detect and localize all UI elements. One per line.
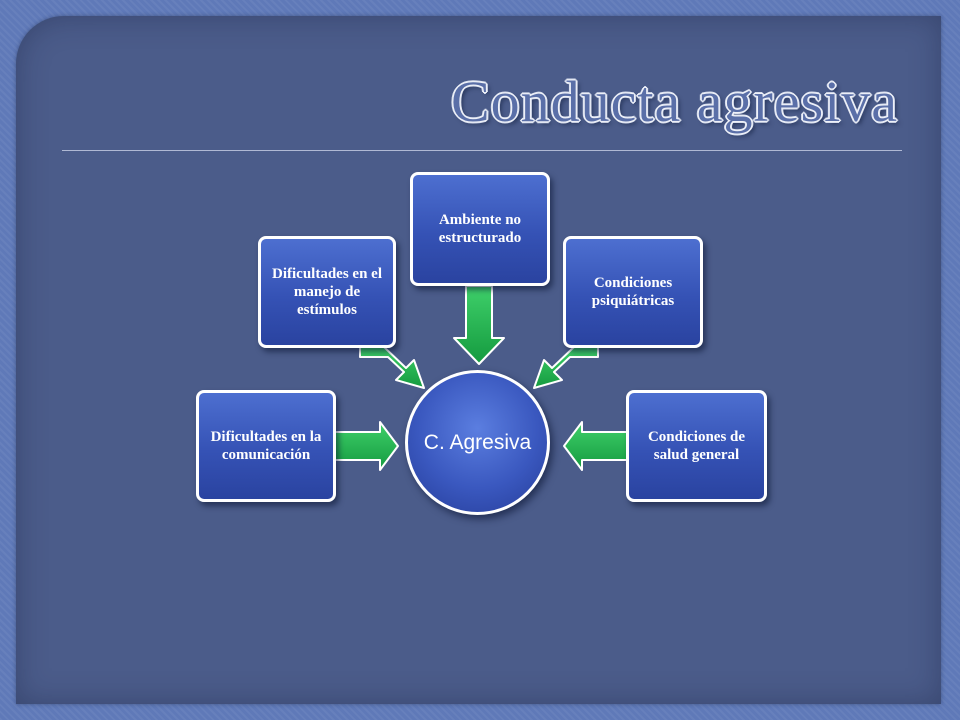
node-salud-label: Condiciones de salud general: [647, 429, 746, 463]
arrow-salud: [563, 421, 629, 471]
node-psiquiatricas: Condiciones psiquiátricas: [563, 236, 703, 348]
arrow-comunicacion: [331, 421, 399, 471]
node-comunicacion: Dificultades en la comunicación: [196, 390, 336, 502]
node-ambiente: Ambiente no estructurado: [410, 172, 550, 286]
node-psiquiatricas-label: Condiciones psiquiátricas: [591, 275, 675, 309]
node-ambiente-label: Ambiente no estructurado: [438, 212, 522, 246]
center-node-label: C. Agresiva: [423, 430, 532, 454]
node-estimulos: Dificultades en el manejo de estímulos: [258, 236, 396, 348]
slide-title: Conducta agresiva: [450, 69, 898, 134]
arrow-estimulos: [359, 346, 425, 389]
node-salud: Condiciones de salud general: [626, 390, 767, 502]
center-node: C. Agresiva: [405, 370, 550, 515]
arrow-ambiente: [453, 285, 505, 365]
arrow-psiquiatricas: [533, 346, 599, 389]
node-comunicacion-label: Dificultades en la comunicación: [210, 429, 322, 463]
title-divider: [62, 150, 902, 151]
node-estimulos-label: Dificultades en el manejo de estímulos: [272, 266, 382, 318]
